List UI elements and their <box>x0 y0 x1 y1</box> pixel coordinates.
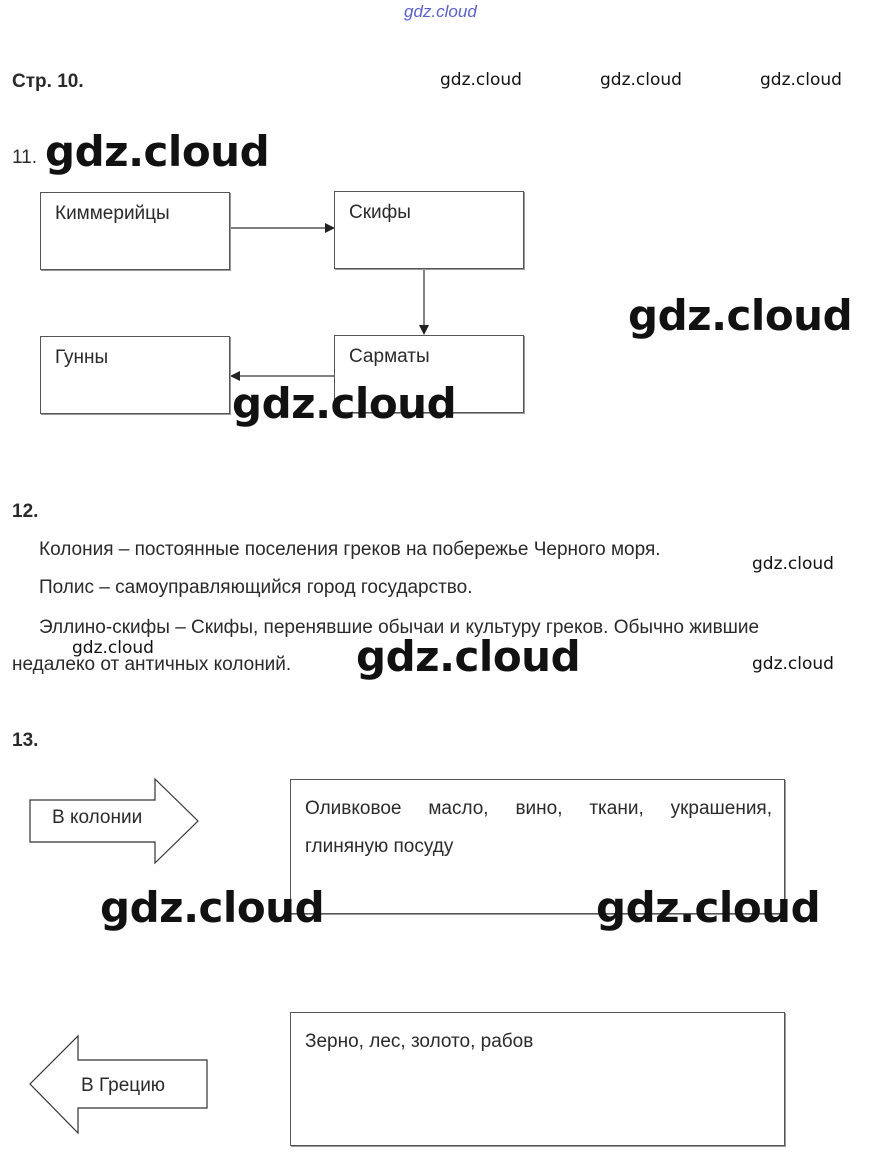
watermark-large: gdz.cloud <box>596 883 821 932</box>
watermark-small: gdz.cloud <box>72 638 154 658</box>
box-skify: Скифы <box>334 191 524 269</box>
box-gunny-label: Гунны <box>55 347 109 368</box>
watermark-small: gdz.cloud <box>600 70 682 90</box>
box-kimmeriytsy-label: Киммерийцы <box>55 203 170 224</box>
to-greece-text: Зерно, лес, золото, рабов <box>305 1031 534 1052</box>
definition-polis: Полис – самоуправляющийся город государс… <box>39 577 473 598</box>
page-label: Стр. 10. <box>12 71 84 92</box>
arrow-to-colonies-label: В колонии <box>52 807 143 828</box>
arrow-to-greece-label: В Грецию <box>81 1075 166 1096</box>
task-11-number: 11. <box>12 147 38 168</box>
box-sarmaty: Сарматы <box>334 335 524 413</box>
watermark-large: gdz.cloud <box>100 883 325 932</box>
box-kimmeriytsy: Киммерийцы <box>40 192 230 270</box>
watermark-small: gdz.cloud <box>760 70 842 90</box>
arrow-right-shape <box>29 777 199 865</box>
box-to-greece: Зерно, лес, золото, рабов <box>290 1012 785 1146</box>
box-skify-label: Скифы <box>349 202 411 223</box>
arrow-left-shape <box>29 1034 208 1135</box>
watermark-small: gdz.cloud <box>440 70 522 90</box>
task-12-number: 12. <box>12 501 39 522</box>
watermark-large: gdz.cloud <box>356 632 581 681</box>
definition-ellino-skify-cont: недалеко от античных колоний. <box>12 654 292 675</box>
definition-koloniya: Колония – постоянные поселения греков на… <box>39 539 661 560</box>
watermark-large: gdz.cloud <box>232 379 457 428</box>
box-to-colonies: Оливковое масло, вино, ткани, украшения,… <box>290 779 785 914</box>
watermark-large: gdz.cloud <box>628 291 853 340</box>
definition-ellino-skify: Эллино-скифы – Скифы, перенявшие обычаи … <box>39 617 760 638</box>
watermark-small: gdz.cloud <box>752 654 834 674</box>
watermark-small: gdz.cloud <box>752 554 834 574</box>
to-colonies-text: Оливковое масло, вино, ткани, украшения,… <box>305 798 772 857</box>
box-gunny: Гунны <box>40 336 230 414</box>
task-13-number: 13. <box>12 730 39 751</box>
box-sarmaty-label: Сарматы <box>349 346 430 367</box>
watermark-large: gdz.cloud <box>45 127 270 176</box>
watermark-top: gdz.cloud <box>404 2 477 21</box>
